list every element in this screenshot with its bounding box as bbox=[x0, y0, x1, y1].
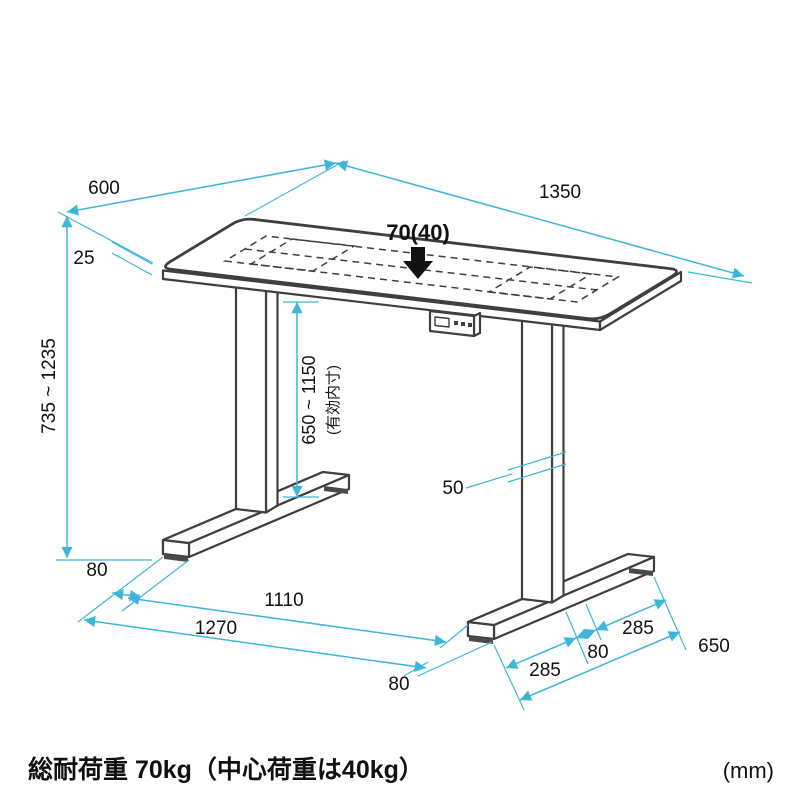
footer-unit-note: (mm) bbox=[723, 758, 774, 783]
dim-label-inner-height: 650 ~ 1150 bbox=[299, 355, 319, 444]
desk-illustration bbox=[161, 217, 683, 644]
dim-label-inner-height-note: (有効内寸) bbox=[325, 365, 342, 435]
load-capacity-label: 70(40) bbox=[386, 220, 450, 245]
footer: 総耐荷重 70kg（中心荷重は40kg） (mm) bbox=[28, 755, 774, 784]
dim-line-foot-rear bbox=[595, 599, 667, 631]
dim-label-thickness: 25 bbox=[73, 248, 94, 269]
dim-label-foot-center: 80 bbox=[587, 642, 608, 663]
dim-label-foot-front: 285 bbox=[529, 660, 561, 681]
dimension-annotations bbox=[56, 159, 753, 711]
left-column bbox=[234, 282, 279, 514]
right-foot-rear-pad bbox=[629, 568, 653, 576]
right-foot-front-pad bbox=[469, 636, 493, 644]
dim-line-pad-left bbox=[111, 588, 142, 602]
panel-button-icon bbox=[461, 322, 465, 326]
panel-display bbox=[434, 316, 450, 328]
panel-button-icon bbox=[454, 321, 458, 325]
dim-label-span-outer: 1270 bbox=[195, 618, 237, 639]
desktop-edge bbox=[161, 269, 683, 332]
dim-label-pad-right: 80 bbox=[388, 674, 409, 695]
control-panel bbox=[428, 309, 482, 338]
dim-label-foot-length: 650 bbox=[698, 636, 730, 657]
dim-line-width bbox=[335, 160, 745, 279]
panel-button-icon bbox=[468, 323, 472, 327]
load-arrow-icon bbox=[403, 247, 433, 279]
dim-line-foot-length bbox=[519, 631, 681, 701]
dim-line-span-outer bbox=[83, 615, 427, 673]
dim-line-foot-center bbox=[575, 628, 597, 640]
dim-label-span-inner: 1110 bbox=[264, 590, 303, 611]
footer-load-note: 総耐荷重 70kg（中心荷重は40kg） bbox=[28, 755, 424, 784]
dim-line-depth bbox=[66, 159, 337, 216]
dim-label-pad-left: 80 bbox=[86, 560, 107, 581]
load-indicator: 70(40) bbox=[386, 220, 450, 279]
left-foot-front-pad bbox=[164, 554, 188, 562]
dim-label-foot-rear: 285 bbox=[622, 618, 654, 639]
dim-label-height-range: 735 ~ 1235 bbox=[39, 338, 60, 434]
dim-label-depth: 600 bbox=[88, 178, 120, 199]
dim-label-width: 1350 bbox=[539, 182, 581, 203]
left-foot-rear-pad bbox=[324, 486, 348, 494]
dimension-labels: 600 1350 25 735 ~ 1235 650 ~ 1150 (有効内寸)… bbox=[39, 178, 730, 695]
dim-label-column-width: 50 bbox=[442, 478, 463, 499]
